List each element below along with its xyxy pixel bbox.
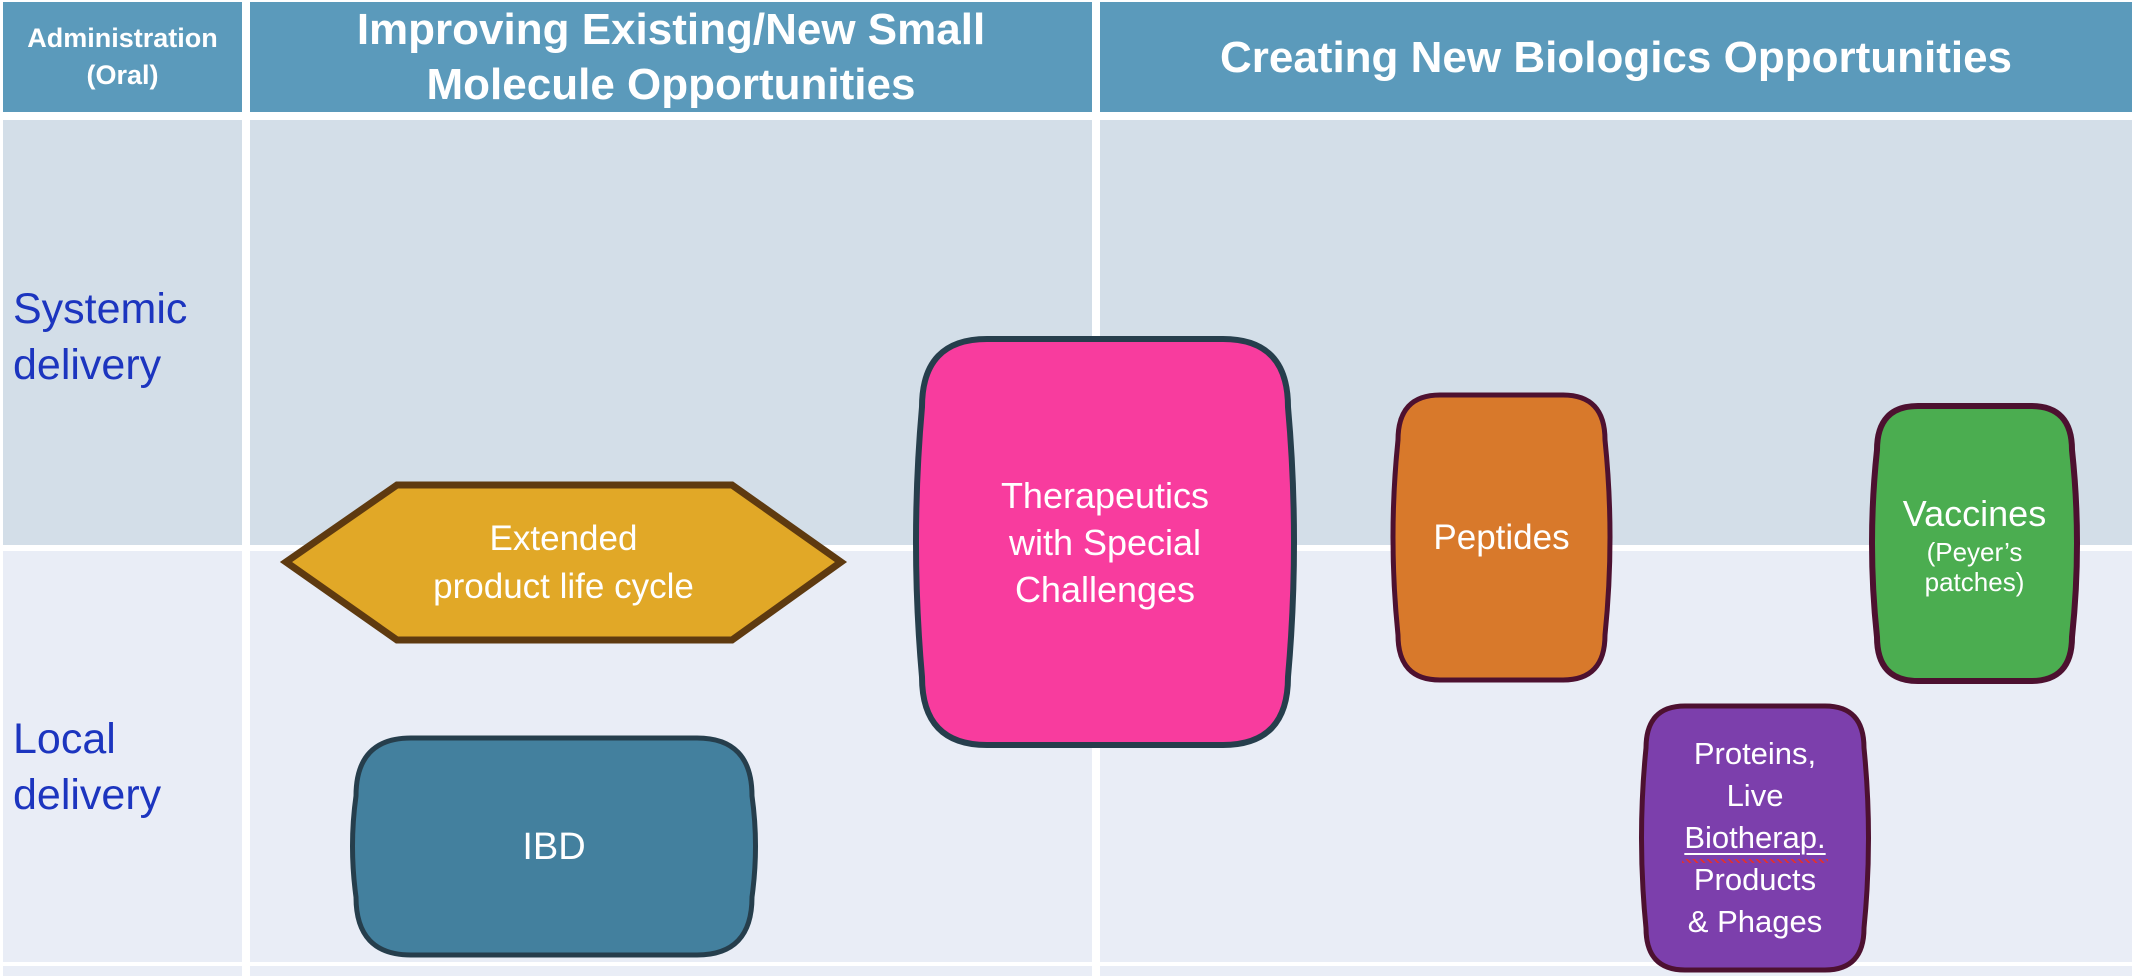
therapeutics-shape-graphic <box>913 336 1297 748</box>
cell-bottom-sliver-left <box>3 966 242 976</box>
local-label-line2: delivery <box>13 771 162 819</box>
shape-peptides: Peptides <box>1390 392 1613 683</box>
systemic-label-line1: Systemic <box>13 285 188 333</box>
ibd-shape-graphic <box>350 735 758 958</box>
systemic-label-line2: delivery <box>13 341 162 389</box>
biologics-title: Creating New Biologics Opportunities <box>1219 32 2013 82</box>
administration-label-line2: (Oral) <box>86 60 159 90</box>
local-label-line1: Local <box>13 715 116 763</box>
shape-extended-product-life-cycle: Extended product life cycle <box>279 480 848 645</box>
row-label-systemic-delivery: Systemic delivery <box>13 281 187 393</box>
hexagon-shape-graphic <box>279 481 848 644</box>
shape-proteins-live-biotherapeutic: Proteins, Live Biotherap. Products & Pha… <box>1639 703 1871 973</box>
header-cell-administration: Administration (Oral) <box>3 2 242 112</box>
shape-vaccines-peyers-patches: Vaccines (Peyer’s patches) <box>1869 403 2080 684</box>
shape-ibd: IBD <box>350 735 758 958</box>
header-cell-small-molecule: Improving Existing/New Small Molecule Op… <box>250 2 1092 112</box>
shape-therapeutics-special-challenges: Therapeutics with Special Challenges <box>913 336 1297 748</box>
peptides-shape-graphic <box>1390 392 1613 683</box>
cell-bottom-sliver-right <box>1100 966 2132 976</box>
small-molecule-title-line2: Molecule Opportunities <box>426 60 916 109</box>
proteins-shape-graphic <box>1639 703 1871 973</box>
row-label-local-delivery: Local delivery <box>13 711 161 823</box>
administration-label-line1: Administration <box>27 23 218 53</box>
cell-systemic-rowheader <box>3 120 242 545</box>
header-cell-biologics: Creating New Biologics Opportunities <box>1100 2 2132 112</box>
small-molecule-title-line1: Improving Existing/New Small <box>356 5 986 54</box>
cell-bottom-sliver-mid <box>250 966 1092 976</box>
vaccines-shape-graphic <box>1869 403 2080 684</box>
cell-local-rowheader <box>3 551 242 962</box>
